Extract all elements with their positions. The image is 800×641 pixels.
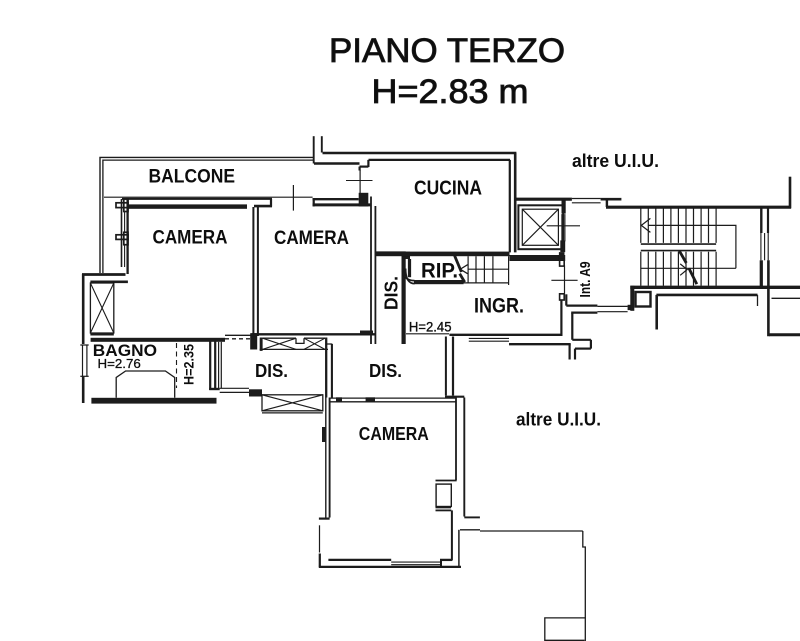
- svg-text:CAMERA: CAMERA: [359, 423, 429, 444]
- svg-text:H=2.83 m: H=2.83 m: [372, 73, 529, 111]
- svg-text:DIS.: DIS.: [381, 276, 402, 310]
- svg-text:INGR.: INGR.: [474, 294, 524, 318]
- svg-text:BAGNO: BAGNO: [93, 342, 157, 360]
- svg-text:H=2.45: H=2.45: [409, 319, 452, 335]
- svg-text:CUCINA: CUCINA: [414, 178, 482, 200]
- svg-text:DIS.: DIS.: [255, 360, 288, 381]
- svg-text:BALCONE: BALCONE: [149, 166, 236, 188]
- svg-text:CAMERA: CAMERA: [274, 227, 349, 249]
- svg-text:altre U.I.U.: altre U.I.U.: [516, 409, 601, 430]
- svg-text:RIP.: RIP.: [421, 260, 458, 283]
- svg-text:altre U.I.U.: altre U.I.U.: [572, 150, 659, 171]
- svg-text:H=2.76: H=2.76: [98, 356, 141, 371]
- svg-text:Int. A9: Int. A9: [577, 262, 594, 298]
- svg-text:PIANO TERZO: PIANO TERZO: [329, 32, 565, 70]
- svg-text:H=2.35: H=2.35: [181, 344, 197, 385]
- svg-text:CAMERA: CAMERA: [153, 227, 228, 249]
- svg-text:DIS.: DIS.: [369, 360, 402, 381]
